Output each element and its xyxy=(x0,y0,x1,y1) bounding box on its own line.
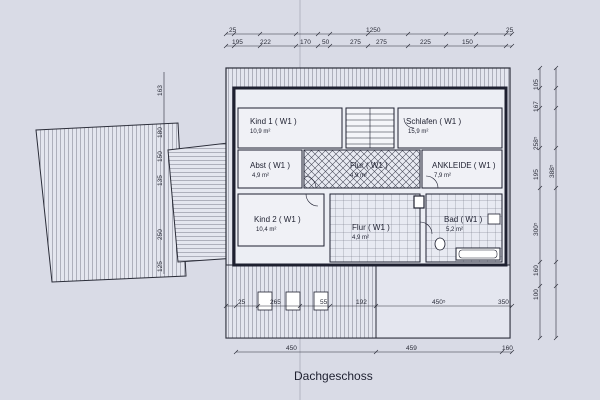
room-area: 4,9 m² xyxy=(350,173,367,179)
dim-top-value: 222 xyxy=(260,39,271,46)
dim-right-outer-value: 388⁵ xyxy=(549,164,556,178)
room-area: 15,9 m² xyxy=(408,129,428,135)
door-swings xyxy=(303,117,439,235)
room-kind1 xyxy=(237,107,343,149)
dim-top-value: 170 xyxy=(300,39,311,46)
dim-bottom-value: 265 xyxy=(270,299,281,306)
dim-top-row: 195 222 170 50 275 275 225 150 xyxy=(232,39,473,46)
bathtub xyxy=(455,247,501,261)
dim-bottom-value: 160 xyxy=(502,345,513,352)
dim-right-value: 167 xyxy=(533,101,540,112)
dim-bottom-row1: 25 265 55 192 450⁵ 350 xyxy=(238,299,509,306)
skylights xyxy=(257,291,329,311)
chimney xyxy=(413,195,425,209)
dim-bottom-value: 350 xyxy=(498,299,509,306)
room-area: 10,4 m² xyxy=(256,227,276,233)
dim-bottom-value: 450⁵ xyxy=(432,299,446,306)
dim-top-left: 25 xyxy=(229,27,237,34)
dim-top-value: 195 xyxy=(232,39,243,46)
room-name: Schlafen ( W1 ) xyxy=(406,117,461,126)
dim-top-value: 275 xyxy=(376,39,387,46)
toilet xyxy=(434,237,446,251)
room-schlafen xyxy=(397,107,503,149)
dim-bottom-value: 459 xyxy=(406,345,417,352)
dim-right-value: 105 xyxy=(533,79,540,90)
dim-top-value: 225 xyxy=(420,39,431,46)
dim-left: 163 180 150 135 250 125 xyxy=(157,85,164,272)
dim-left-value: 150 xyxy=(157,151,164,162)
room-flur-upper xyxy=(303,149,421,189)
room-area: 5,2 m² xyxy=(446,227,463,233)
dim-top-right: 25 xyxy=(506,27,514,34)
dim-top-value: 275 xyxy=(350,39,361,46)
dim-top-value: 150 xyxy=(462,39,473,46)
dim-right-value: 195 xyxy=(533,169,540,180)
dim-left-value: 135 xyxy=(157,175,164,186)
dim-bottom-value: 192 xyxy=(356,299,367,306)
dim-left-value: 250 xyxy=(157,229,164,240)
room-name: ANKLEIDE ( W1 ) xyxy=(432,161,496,170)
dim-right-value: 258⁵ xyxy=(533,136,540,150)
dim-right-value: 100 xyxy=(533,289,540,300)
room-name: Flur ( W1 ) xyxy=(350,161,388,170)
washbasin xyxy=(487,213,501,225)
room-ankleide xyxy=(421,149,503,189)
room-name: Kind 2 ( W1 ) xyxy=(254,215,301,224)
dim-right-value: 300⁵ xyxy=(533,222,540,236)
dim-top-value: 50 xyxy=(322,39,330,46)
dim-left-value: 125 xyxy=(157,261,164,272)
room-name: Abst ( W1 ) xyxy=(250,161,290,170)
room-flur-lower xyxy=(329,193,421,263)
dim-bottom-value: 450 xyxy=(286,345,297,352)
dim-bottom-value: 55 xyxy=(320,299,328,306)
room-abst xyxy=(237,149,303,189)
dimension-ticks xyxy=(223,31,559,355)
room-area: 4,9 m² xyxy=(252,173,269,179)
dormer-roof-left xyxy=(35,122,237,283)
dim-bottom-row2: 450 459 160 xyxy=(286,345,513,352)
staircase xyxy=(345,107,395,149)
dim-right-inner: 105 167 258⁵ 195 300⁵ 160 100 xyxy=(533,79,540,300)
dim-left-value: 180 xyxy=(157,127,164,138)
dim-left-value: 163 xyxy=(157,85,164,96)
dim-bottom-value: 25 xyxy=(238,299,246,306)
room-area: 4,9 m² xyxy=(352,235,369,241)
dim-right-outer: 388⁵ xyxy=(549,164,556,178)
dim-top-total-value: 1250 xyxy=(366,27,381,34)
drawing-title: Dachgeschoss xyxy=(294,369,373,383)
room-area: 10,9 m² xyxy=(250,129,270,135)
room-name: Flur ( W1 ) xyxy=(352,223,390,232)
dim-right-value: 160 xyxy=(533,265,540,276)
dimension-lines xyxy=(163,33,557,353)
room-labels: Kind 1 ( W1 ) 10,9 m² Schlafen ( W1 ) 15,9 … xyxy=(250,117,496,241)
walls xyxy=(232,86,508,267)
room-name: Bad ( W1 ) xyxy=(444,215,483,224)
room-name: Kind 1 ( W1 ) xyxy=(250,117,297,126)
dim-top-total: 25 1250 25 xyxy=(229,27,514,34)
room-area: 7,9 m² xyxy=(434,173,451,179)
